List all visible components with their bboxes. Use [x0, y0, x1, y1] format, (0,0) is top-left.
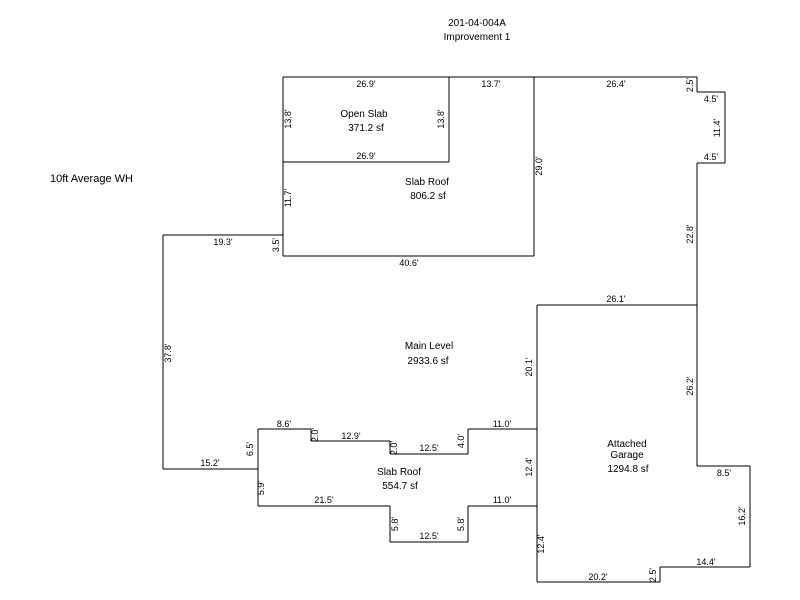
dim-label: 4.5': [704, 152, 719, 162]
dim-label: 21.5': [314, 495, 334, 505]
dim-label: 2.0': [310, 428, 320, 443]
dim-label: 5.8': [456, 517, 466, 532]
dim-label: 15.2': [200, 458, 220, 468]
dim-label: 2.5': [685, 78, 695, 93]
garage-label-line1: Attached: [607, 439, 646, 450]
garage-area: 1294.8 sf: [607, 464, 648, 475]
dim-label: 16.2': [737, 506, 747, 526]
horizontal-dimensions: 26.9' 13.7' 26.4' 4.5' 4.5' 26.9' 19.3' …: [200, 79, 731, 582]
slab-roof-bottom-label: Slab Roof: [377, 467, 421, 478]
main-level-area: 2933.6 sf: [407, 356, 448, 367]
dim-label: 6.5': [245, 442, 255, 457]
dim-label: 8.6': [277, 419, 292, 429]
wall-height-note: 10ft Average WH: [50, 173, 133, 185]
dim-label: 2.5': [648, 568, 658, 583]
dim-label: 12.9': [341, 431, 361, 441]
dim-label: 4.5': [704, 94, 719, 104]
garage-label-line2: Garage: [610, 450, 644, 461]
dim-label: 26.9': [356, 79, 376, 89]
dim-label: 12.4': [536, 534, 546, 554]
slab-roof-bottom-area: 554.7 sf: [382, 481, 418, 492]
dim-label: 8.5': [717, 468, 732, 478]
dim-label: 5.9': [256, 481, 266, 496]
dim-label: 14.4': [696, 557, 716, 567]
slab-roof-top-label: Slab Roof: [405, 177, 449, 188]
dim-label: 26.1': [606, 294, 626, 304]
dim-label: 12.5': [419, 531, 439, 541]
dim-label: 19.3': [213, 237, 233, 247]
dim-label: 4.0': [456, 434, 466, 449]
dim-label: 5.8': [390, 517, 400, 532]
dim-label: 11.7': [283, 188, 293, 207]
dim-label: 11.4': [712, 118, 722, 137]
dim-label: 13.8': [283, 109, 293, 129]
dim-label: 37.8': [163, 343, 173, 363]
vertical-dimensions: 13.8' 13.8' 2.5' 11.4' 29.0' 11.7' 3.5' …: [163, 78, 747, 583]
dim-label: 20.2': [588, 572, 608, 582]
dim-label: 40.6': [399, 258, 419, 268]
improvement-label: Improvement 1: [444, 32, 511, 43]
slab-roof-top-area: 806.2 sf: [410, 191, 446, 202]
dim-label: 26.2': [685, 376, 695, 396]
dim-label: 2.0': [389, 441, 399, 456]
dim-label: 26.4': [606, 79, 626, 89]
dim-label: 20.1': [524, 357, 534, 377]
dim-label: 11.0': [493, 419, 512, 429]
dim-label: 13.7': [481, 79, 501, 89]
dim-label: 22.8': [685, 224, 695, 244]
dim-label: 13.8': [436, 109, 446, 129]
dim-label: 29.0': [534, 156, 544, 176]
open-slab-area: 371.2 sf: [348, 123, 384, 134]
dim-label: 12.5': [419, 443, 439, 453]
dim-label: 26.9': [356, 151, 376, 161]
floor-plan-outline: [162, 76, 751, 583]
open-slab-label: Open Slab: [340, 109, 388, 120]
parcel-id: 201-04-004A: [448, 18, 506, 29]
dim-label: 11.0': [493, 495, 512, 505]
main-level-label: Main Level: [405, 341, 453, 352]
dim-label: 3.5': [271, 238, 281, 253]
dim-label: 12.4': [524, 457, 534, 477]
